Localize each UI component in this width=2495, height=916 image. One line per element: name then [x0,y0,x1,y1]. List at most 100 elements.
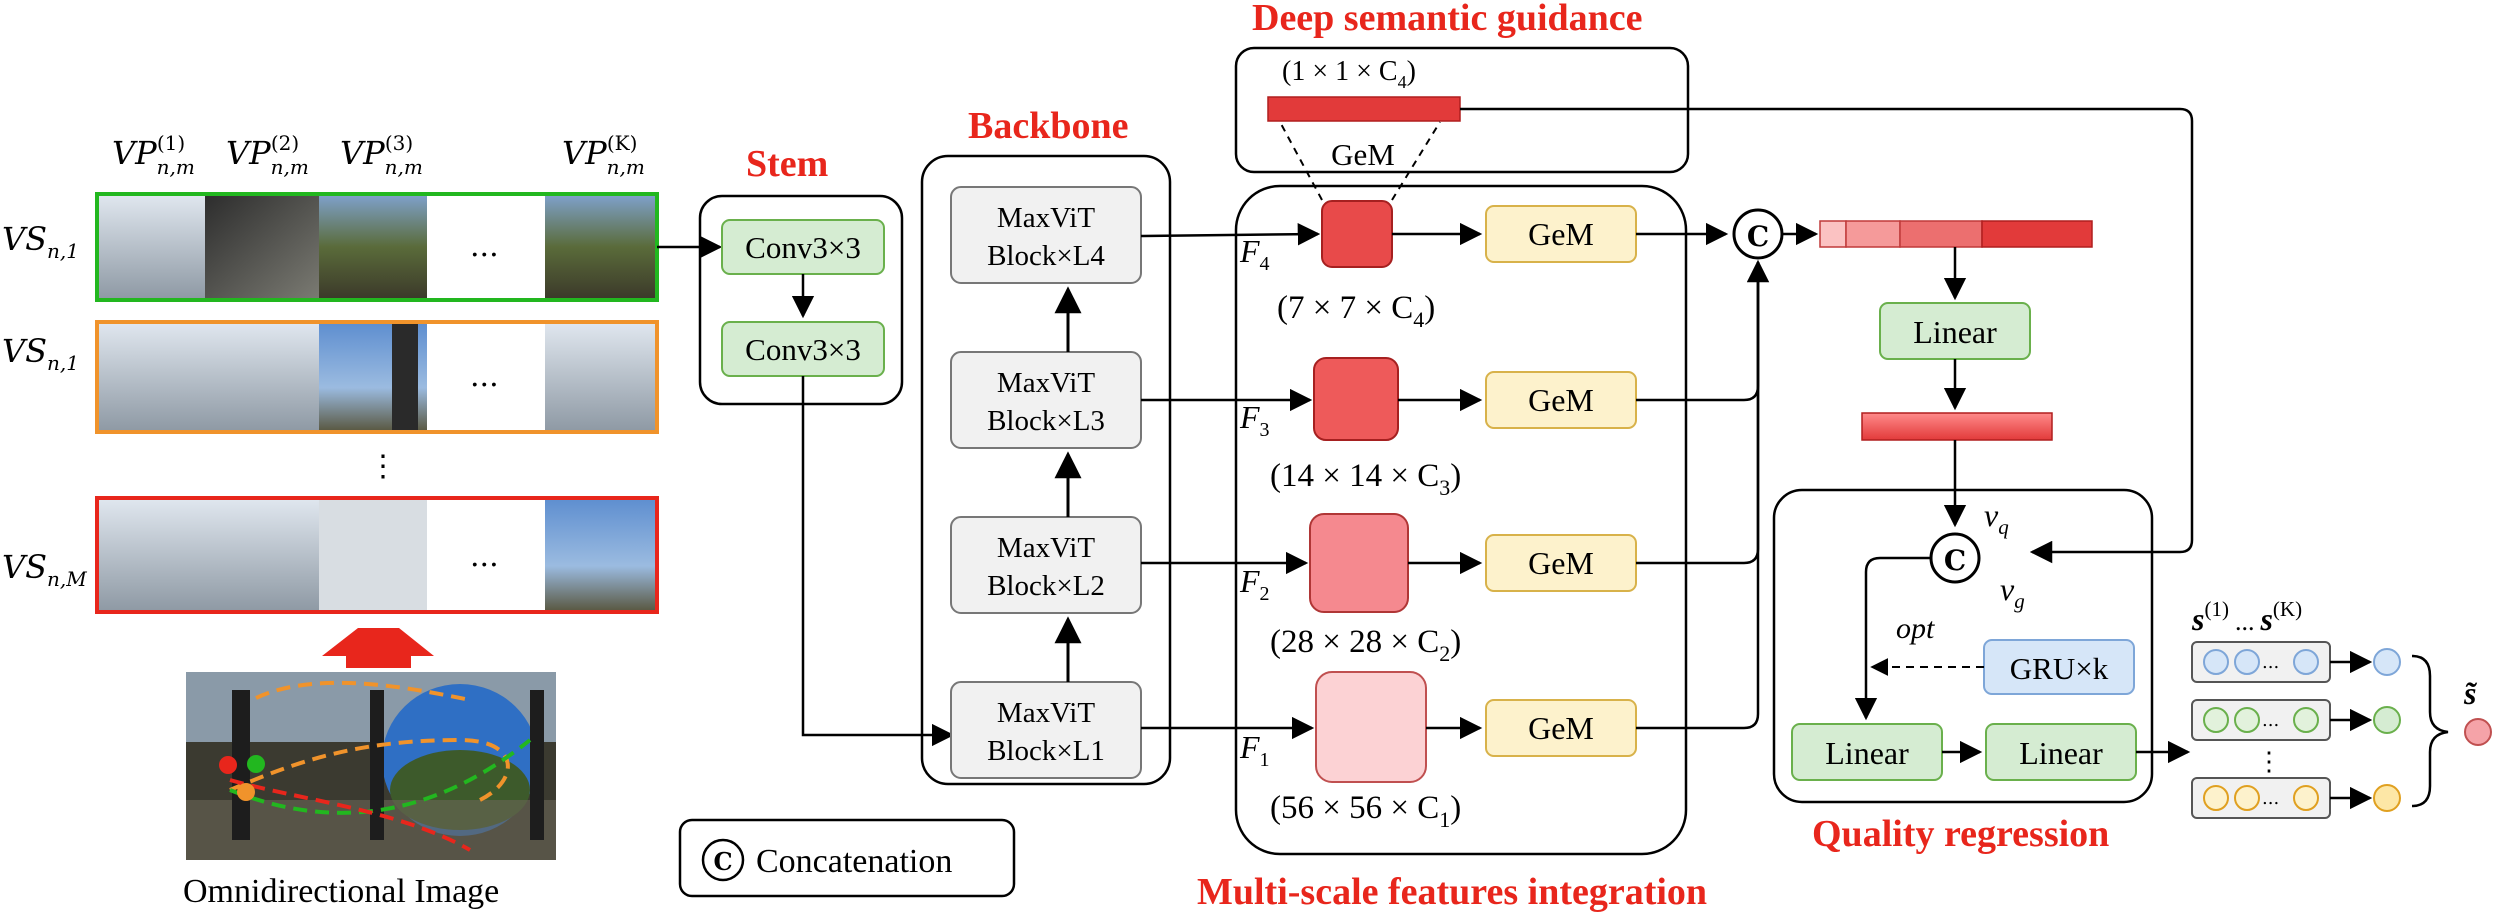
svg-text:C: C [1944,544,1966,577]
gem-dashed-line [1391,121,1441,201]
svg-text:...: ... [2262,788,2279,809]
backbone-title: Backbone [968,105,1128,147]
vg-label: vg [2000,571,2025,613]
maxvit-block-l1: MaxViT Block×L1 [950,681,1142,779]
concat-to-linear-arrow [1854,556,1931,721]
feature-map [1315,671,1427,783]
row-ellipsis: ... [470,359,499,394]
feature-map [1321,200,1393,268]
svg-text:GeM: GeM [1528,382,1594,418]
svg-text:GeM: GeM [1528,216,1594,252]
feature-label: F1 [1239,729,1270,771]
row-label-1: VSn,1 [2,220,79,263]
viewport-sequence-row-2: ... [95,320,659,434]
up-arrow-icon [322,628,434,668]
aggregation-brace [2411,654,2449,808]
svg-text:Block×L1: Block×L1 [987,735,1105,767]
backbone-group [920,154,1172,786]
svg-text:...: ... [2262,710,2279,731]
feature-map [1309,513,1409,613]
concat-node-features: C [1732,208,1784,260]
multiscale-group [1234,184,1688,856]
row-ellipsis: ... [470,539,499,574]
gem-dashed-line [1279,121,1323,201]
concat-node-quality: C [1929,532,1981,584]
svg-text:Linear: Linear [1825,735,1909,771]
svg-text:Linear: Linear [2019,735,2103,771]
viewport-thumb [99,500,205,610]
svg-text:Conv3×3: Conv3×3 [745,230,861,265]
score-vdots: ⋮ [2256,747,2282,777]
viewport-thumb [205,500,319,610]
viewport-thumb [205,196,319,298]
svg-text:C: C [713,847,732,876]
vp-label-1: VPn,m(1) [112,131,195,179]
feature-f3: F3 (14 × 14 × C3) GeM [1141,259,1770,500]
stem-to-backbone-arrow [801,376,955,747]
feature-f4: F4 (7 × 7 × C4) GeM [1140,200,1729,332]
viewport-thumb [319,500,427,610]
row-ellipsis: ... [470,229,499,264]
svg-text:Conv3×3: Conv3×3 [745,332,861,367]
row-label-m: VSn,M [2,548,87,591]
viewport-thumb [319,196,427,298]
feature-dims: (14 × 14 × C3) [1270,458,1461,500]
concat-icon [701,838,745,882]
score-sequence-m: ... [2191,777,2401,819]
deep-gem-label: GeM [1331,137,1395,172]
svg-text:MaxViT: MaxViT [997,367,1095,399]
svg-text:Block×L3: Block×L3 [987,405,1105,437]
concatenated-feature-vector [1819,220,2093,248]
svg-text:...: ... [2262,652,2279,673]
guidance-to-concat-arrow [1460,107,2194,564]
maxvit-block-l4: MaxViT Block×L4 [950,186,1142,284]
feature-dims: (56 × 56 × C1) [1270,790,1461,832]
svg-text:GeM: GeM [1528,545,1594,581]
svg-text:Block×L2: Block×L2 [987,570,1105,602]
svg-text:MaxViT: MaxViT [997,697,1095,729]
quality-regression-title: Quality regression [1812,813,2109,855]
linear-projection: Linear [1879,302,2031,360]
deep-dims-label: (1 × 1 × C4) [1282,56,1416,92]
score-sequence-1: ... [2191,641,2401,683]
svg-text:GeM: GeM [1528,710,1594,746]
svg-text:Block×L4: Block×L4 [987,240,1105,272]
vp-label-k: VPn,m(K) [562,131,645,179]
svg-text:MaxViT: MaxViT [997,532,1095,564]
feature-dims: (28 × 28 × C2) [1270,624,1461,666]
vq-label: vq [1984,497,2009,539]
feature-label: F4 [1239,233,1270,275]
stem-group [698,194,904,406]
svg-text:C: C [1747,220,1769,253]
legend-concatenation: C Concatenation [678,818,1016,898]
svg-text:Concatenation: Concatenation [756,843,952,880]
svg-text:MaxViT: MaxViT [997,202,1095,234]
viewport-thumb [545,196,655,298]
viewport-thumb [545,500,655,610]
viewport-column-labels: VPn,m(1) VPn,m(2) VPn,m(3) VPn,m(K) [112,131,645,179]
quality-vector [1861,412,2053,441]
opt-label: opt [1896,612,1935,645]
multiscale-title: Multi-scale features integration [1197,871,1707,913]
feature-label: F2 [1239,563,1270,605]
deep-guidance-title: Deep semantic guidance [1252,0,1643,39]
score-header: s(1)...s(K) [2191,597,2302,637]
linear-block-2: Linear [1985,723,2137,781]
rows-vdots: ⋮ [368,449,398,484]
viewport-sequence-row-1: ... [95,192,659,302]
feature-dims: (7 × 7 × C4) [1277,290,1435,332]
stem-conv-1: Conv3×3 [721,219,885,275]
stem-title: Stem [746,143,828,185]
viewport-thumb [99,196,205,298]
viewport-thumb [392,324,418,430]
viewport-thumb [205,324,319,430]
maxvit-block-l3: MaxViT Block×L3 [950,351,1142,449]
score-sequence-2: ... [2191,699,2401,741]
gru-block: GRU×k [1983,639,2135,695]
semantic-vector [1267,96,1461,122]
svg-text:GRU×k: GRU×k [2010,651,2109,686]
viewport-thumb [99,324,205,430]
final-score [2464,718,2492,746]
maxvit-block-l2: MaxViT Block×L2 [950,516,1142,614]
